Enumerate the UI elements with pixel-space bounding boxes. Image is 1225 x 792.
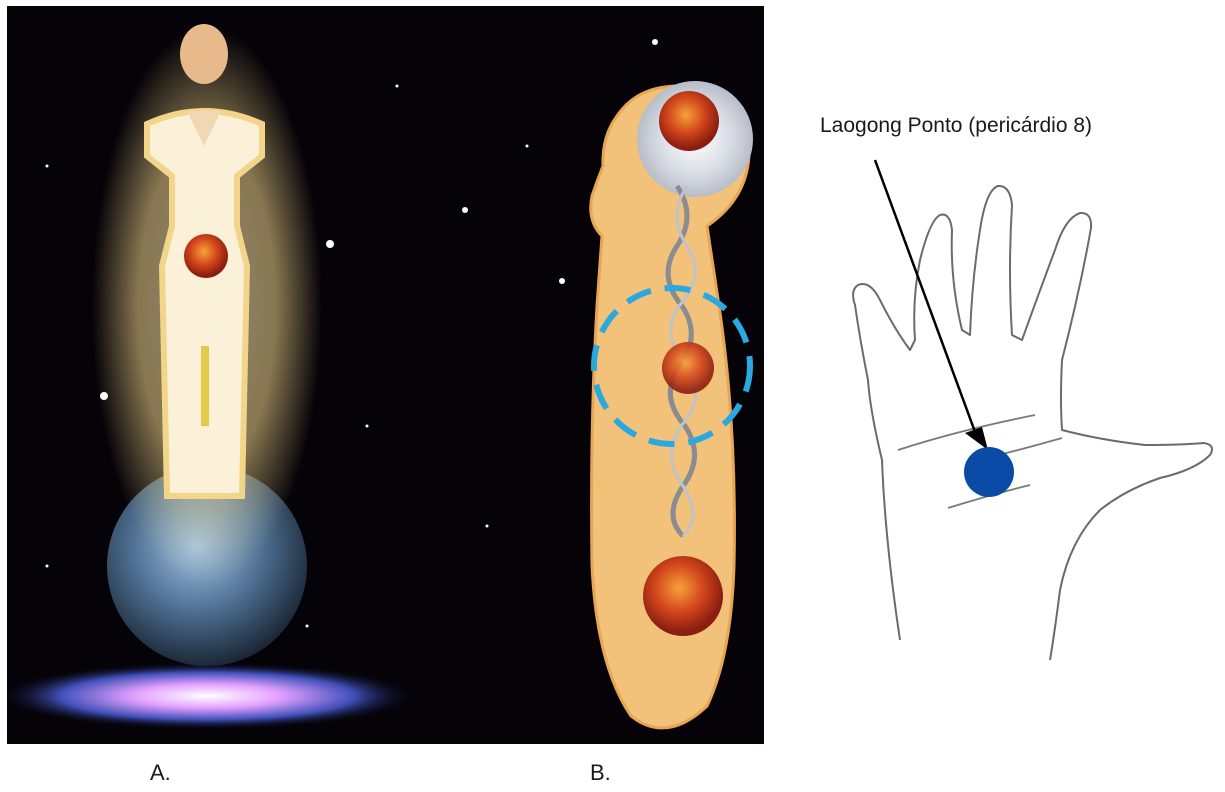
energy-center-dantian <box>643 556 723 636</box>
hand-outline <box>853 186 1212 660</box>
energy-center-heart <box>662 342 714 394</box>
pointer-arrow <box>875 160 978 440</box>
meditation-illustration <box>7 6 764 744</box>
laogong-point <box>964 447 1014 497</box>
hand-diagram <box>800 90 1225 690</box>
laogong-label: Laogong Ponto (pericárdio 8) <box>820 114 1092 138</box>
figure-b <box>591 81 753 728</box>
energy-center-crown <box>659 91 719 151</box>
caption-b: B. <box>590 760 611 786</box>
caption-a: A. <box>150 760 171 786</box>
energy-center-a <box>184 234 228 278</box>
